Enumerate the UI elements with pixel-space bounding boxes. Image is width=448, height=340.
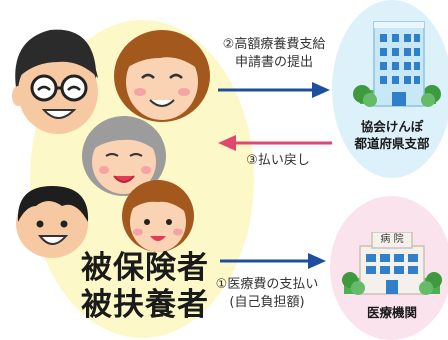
kyokai-name-line2: 都道府県支部 xyxy=(354,136,430,151)
arrow-payment xyxy=(220,253,326,269)
hospital-sign: 病 院 xyxy=(380,234,404,245)
step1-label-line2: (自己負担額) xyxy=(229,295,305,310)
step2-label-line2: 申請書の提出 xyxy=(234,55,313,70)
arrow-submit-application xyxy=(218,82,330,98)
office-building-icon xyxy=(353,21,441,107)
hospital-building-icon xyxy=(342,232,442,295)
insured-person-label: 被保険者 xyxy=(81,250,209,286)
kyokai-name-line1: 協会けんぽ xyxy=(360,119,424,134)
man-with-glasses-icon xyxy=(12,29,98,134)
arrow-reimbursement xyxy=(218,135,332,151)
woman-icon xyxy=(114,30,210,122)
step2-label-line1: ②高額療養費支給 xyxy=(222,37,326,52)
grandmother-icon xyxy=(82,116,166,196)
dependent-label: 被扶養者 xyxy=(81,287,209,323)
boy-icon xyxy=(16,186,89,258)
hospital-name: 医療機関 xyxy=(366,305,417,320)
step3-label: ③払い戻し xyxy=(246,153,310,168)
family-illustration xyxy=(12,29,210,258)
girl-icon xyxy=(122,180,194,252)
step1-label-line1: ①医療費の支払い xyxy=(215,277,319,292)
